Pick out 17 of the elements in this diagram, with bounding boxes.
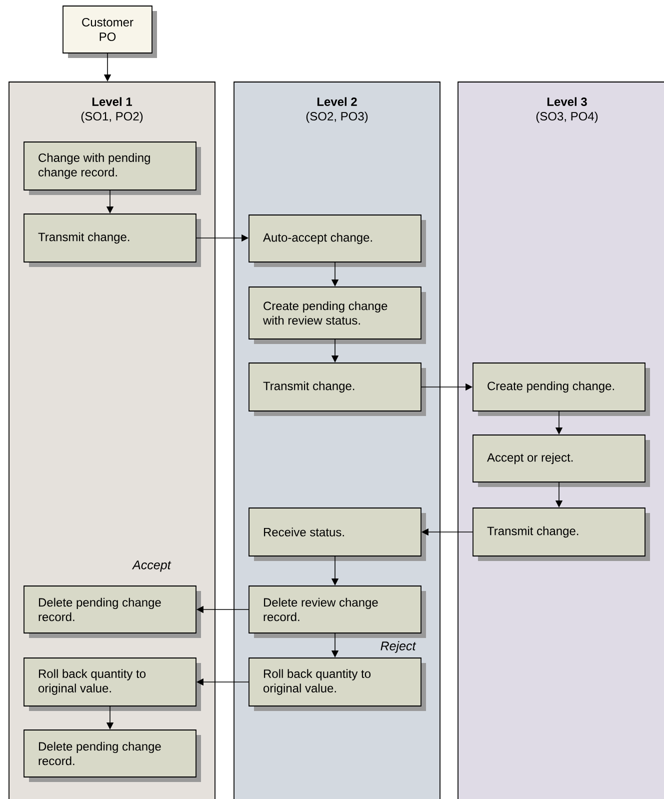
process-box: Create pending change with review status.: [248, 286, 426, 344]
process-box: Roll back quantity to original value.: [248, 658, 426, 711]
process-box: Receive status.: [248, 508, 426, 561]
process-box: Delete pending change record.: [24, 586, 201, 638]
process-box: Delete pending change record.: [24, 730, 201, 782]
process-box: Auto-accept change.: [248, 214, 426, 267]
process-box: Transmit change.: [24, 214, 201, 267]
edge-label: Accept: [132, 560, 172, 572]
start-box: Customer PO: [62, 6, 157, 58]
process-box: Transmit change.: [472, 508, 650, 561]
process-box: Accept or reject.: [472, 434, 650, 487]
process-box: Delete review change record.: [248, 586, 426, 638]
process-box: Roll back quantity to original value.: [24, 658, 201, 711]
process-box: Create pending change.: [472, 362, 650, 416]
process-box: Change with pending change record.: [24, 142, 201, 195]
process-box: Transmit change.: [248, 362, 426, 416]
edge-label: Reject: [380, 641, 416, 653]
